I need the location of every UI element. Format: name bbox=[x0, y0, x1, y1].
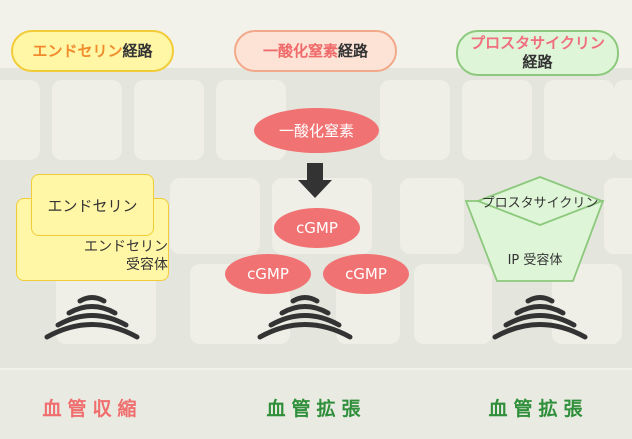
effect-vasodilation: 血管拡張 bbox=[266, 398, 367, 420]
ip-receptor-label: IP 受容体 bbox=[507, 253, 563, 268]
cgmp-molecule: cGMP bbox=[274, 208, 360, 248]
prostacyclin-ligand: プロスタサイクリン bbox=[481, 196, 599, 211]
signal-waves-icon bbox=[44, 295, 140, 340]
cgmp-molecule: cGMP bbox=[225, 254, 311, 294]
prostacyclin-pathway-title: プロスタサイクリン 経路 bbox=[456, 30, 619, 76]
title-rest: 経路 bbox=[338, 41, 369, 60]
prostacyclin-shape bbox=[475, 176, 605, 226]
effect-vasoconstriction: 血管収縮 bbox=[42, 398, 143, 420]
effect-vasodilation: 血管拡張 bbox=[488, 398, 589, 420]
title-highlight: 一酸化窒素 bbox=[262, 41, 338, 60]
signal-waves-icon bbox=[257, 295, 353, 340]
signal-waves-icon bbox=[492, 295, 588, 340]
receptor-label-line: 受容体 bbox=[126, 257, 168, 273]
down-arrow-icon bbox=[298, 163, 332, 198]
title-highlight: プロスタサイクリン bbox=[470, 34, 605, 52]
title-highlight: エンドセリン bbox=[32, 41, 123, 60]
cgmp-molecule: cGMP bbox=[323, 254, 409, 294]
nitric-oxide-pathway-title: 一酸化窒素経路 bbox=[234, 30, 397, 72]
receptor-label-line: エンドセリン bbox=[84, 239, 168, 255]
title-rest: 経路 bbox=[522, 53, 553, 71]
nitric-oxide-ligand: 一酸化窒素 bbox=[254, 108, 379, 153]
title-rest: 経路 bbox=[122, 41, 153, 60]
endothelin-pathway-title: エンドセリン経路 bbox=[11, 30, 174, 72]
endothelin-ligand: エンドセリン bbox=[31, 174, 154, 236]
